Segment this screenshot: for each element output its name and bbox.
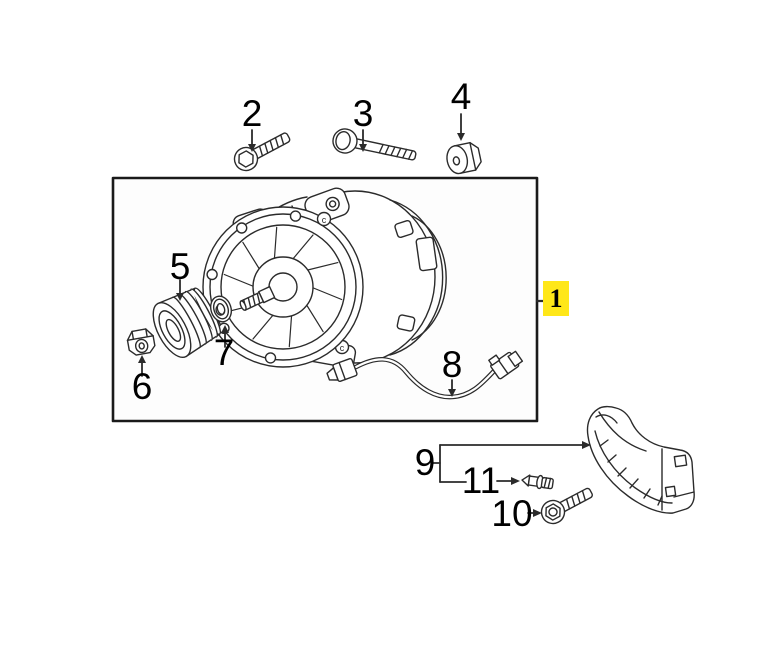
callout-5-label[interactable]: 5	[169, 246, 191, 287]
bolt3-art[interactable]	[331, 127, 418, 168]
callout-leaders	[138, 113, 591, 517]
datum-mark: c	[322, 215, 327, 225]
callout-8-label[interactable]: 8	[441, 344, 463, 385]
screw11-art[interactable]	[521, 473, 554, 490]
datum-mark: c	[340, 343, 345, 353]
bolt2-art[interactable]	[230, 126, 293, 174]
washer-art[interactable]	[207, 294, 234, 325]
capnut-art[interactable]	[444, 141, 482, 175]
bolt10-art[interactable]	[537, 482, 596, 528]
callout-2-label[interactable]: 2	[241, 93, 263, 134]
alternator-art[interactable]: c c	[202, 186, 447, 369]
callout-7-label[interactable]: 7	[213, 332, 235, 373]
pulley-art[interactable]	[146, 282, 226, 363]
nut-art[interactable]	[126, 328, 156, 356]
callout-1-label-selected[interactable]: 1	[543, 281, 569, 316]
callout-9-label[interactable]: 9	[414, 442, 436, 483]
callout-10-label[interactable]: 10	[491, 493, 533, 534]
callout-6-label[interactable]: 6	[131, 366, 153, 407]
callout-4-label[interactable]: 4	[450, 76, 472, 117]
protector-bracket-art[interactable]	[586, 405, 695, 514]
wire-lead-art[interactable]	[325, 345, 524, 400]
callout-11-label[interactable]: 11	[461, 460, 501, 501]
callout-3-label[interactable]: 3	[352, 93, 374, 134]
